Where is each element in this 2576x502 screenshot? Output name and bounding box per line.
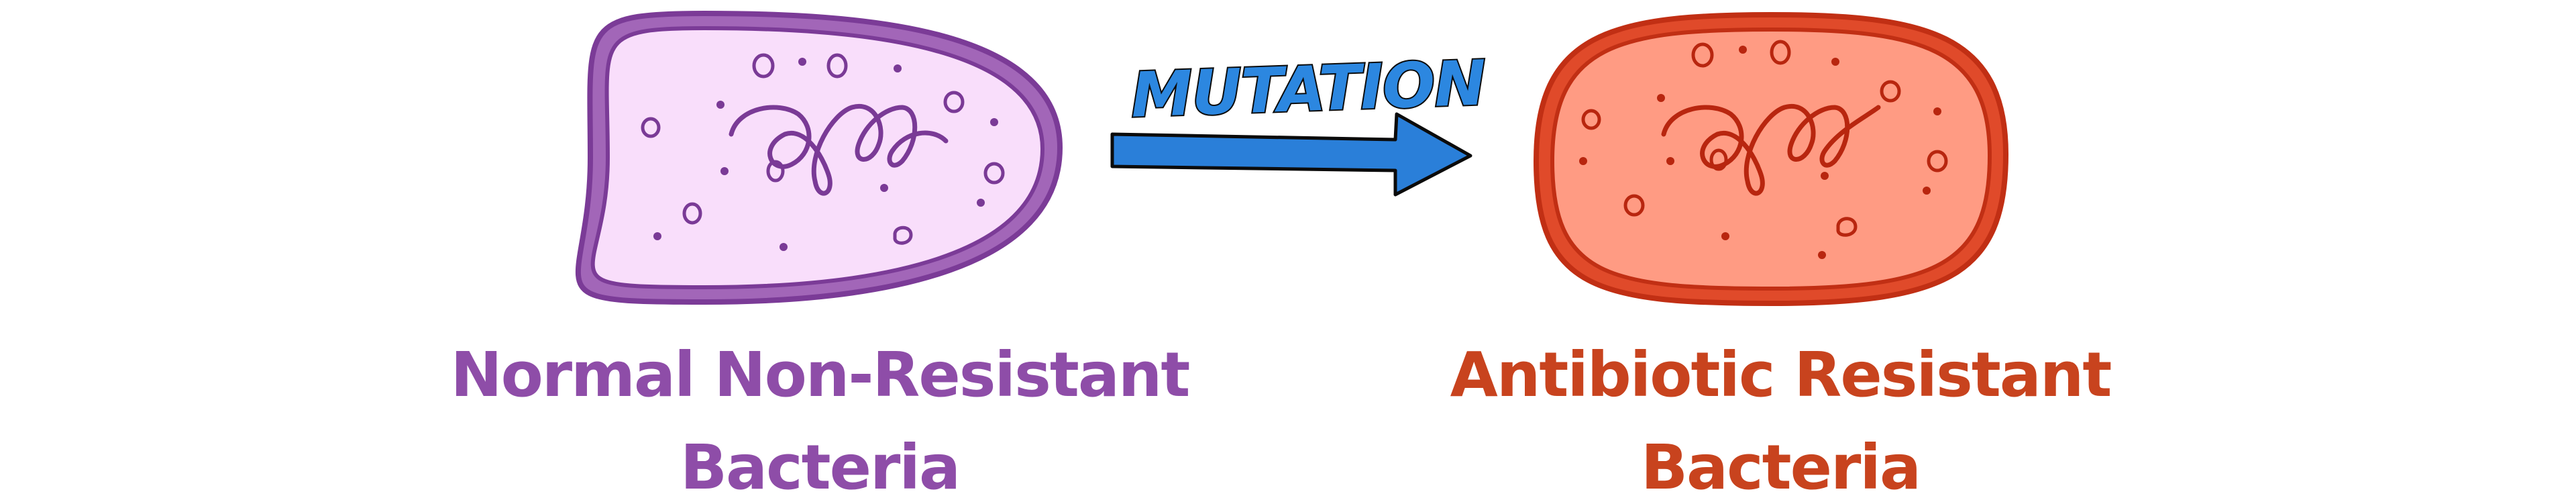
resistant-cell-ribosome bbox=[1831, 58, 1839, 66]
resistant-cell-ribosome bbox=[1739, 46, 1747, 54]
resistant-cell-plasmid bbox=[1581, 109, 1601, 130]
resistant-cell-ribosome bbox=[1579, 157, 1587, 165]
normal-cell-ribosome bbox=[653, 232, 661, 240]
normal-cell-ribosome bbox=[894, 64, 902, 72]
normal-bacteria-label-line1: Normal Non-Resistant bbox=[451, 339, 1189, 411]
normal-cell-plasmid bbox=[943, 91, 965, 113]
mutation-arrow-icon bbox=[1110, 112, 1472, 197]
normal-cell-ribosome bbox=[716, 101, 724, 109]
resistant-cell-plasmid bbox=[1836, 217, 1858, 237]
resistant-cell-ribosome bbox=[1933, 107, 1941, 115]
resistant-cell-plasmid bbox=[1691, 42, 1714, 68]
normal-cell-dna-strand bbox=[729, 103, 949, 196]
normal-cell-ribosome bbox=[990, 118, 998, 126]
resistant-cell-ribosome bbox=[1721, 232, 1729, 240]
normal-cell-plasmid bbox=[983, 162, 1005, 185]
normal-cell-plasmid bbox=[893, 225, 913, 245]
normal-cell-plasmid bbox=[682, 202, 702, 225]
resistant-cell-ribosome bbox=[1821, 172, 1829, 180]
resistant-cell-ribosome bbox=[1818, 251, 1826, 259]
resistant-cell-plasmid bbox=[1927, 150, 1948, 172]
resistant-cell-ribosome bbox=[1923, 187, 1931, 195]
resistant-cell-plasmid bbox=[1880, 80, 1901, 103]
resistant-bacteria-label-line1: Antibiotic Resistant bbox=[1450, 339, 2111, 411]
normal-cell-ribosome bbox=[780, 243, 788, 251]
resistant-cell-plasmid bbox=[1709, 148, 1728, 171]
normal-cell-plasmid bbox=[641, 117, 661, 138]
mutation-label: MUTATION bbox=[1130, 47, 1487, 131]
resistant-bacteria-label: Antibiotic Resistant Bacteria bbox=[1450, 339, 2112, 502]
normal-cell-plasmid bbox=[752, 53, 775, 79]
mutation-arrow-group: MUTATION bbox=[1110, 46, 1488, 197]
normal-cell-plasmid bbox=[826, 53, 848, 79]
normal-cell-plasmid bbox=[766, 160, 785, 183]
normal-cell-ribosome bbox=[798, 58, 806, 66]
resistant-cell-body bbox=[1550, 27, 1992, 291]
resistant-cell-plasmid bbox=[1770, 40, 1791, 65]
resistant-bacteria-cell bbox=[1533, 11, 2009, 307]
resistant-bacteria-label-line2: Bacteria bbox=[1641, 432, 1920, 502]
normal-cell-ribosome bbox=[720, 167, 729, 175]
normal-bacteria-cell bbox=[575, 10, 1063, 305]
normal-cell-ribosome bbox=[880, 184, 888, 192]
resistant-cell-plasmid bbox=[1623, 194, 1645, 217]
normal-bacteria-label: Normal Non-Resistant Bacteria bbox=[451, 339, 1191, 502]
normal-cell-ribosome bbox=[977, 199, 985, 207]
normal-bacteria-label-line2: Bacteria bbox=[680, 432, 959, 502]
resistant-cell-ribosome bbox=[1657, 94, 1665, 102]
resistant-cell-ribosome bbox=[1666, 157, 1674, 165]
